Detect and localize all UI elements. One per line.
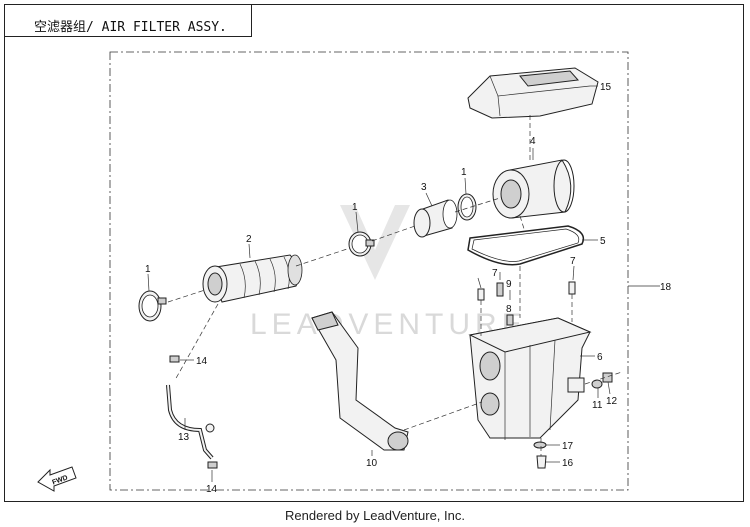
callout-1-middle[interactable]: 1: [352, 202, 358, 213]
fwd-arrow-icon: FWD: [37, 466, 77, 492]
callout-9[interactable]: 9: [506, 279, 512, 290]
leader-lines: [147, 85, 660, 482]
callout-16[interactable]: 16: [562, 458, 574, 469]
part-13-breather-hose[interactable]: [166, 384, 215, 460]
drawing-frame: [4, 4, 744, 502]
callout-17[interactable]: 17: [562, 441, 574, 452]
callout-6[interactable]: 6: [597, 352, 603, 363]
callout-1-right[interactable]: 1: [461, 167, 467, 178]
callout-12[interactable]: 12: [606, 396, 618, 407]
part-1-clamp-middle[interactable]: [348, 231, 375, 257]
callout-10[interactable]: 10: [366, 458, 378, 469]
part-14-clip-lower[interactable]: [207, 461, 218, 469]
part-16-drain-valve[interactable]: [536, 455, 547, 469]
part-1-clamp-left[interactable]: [138, 290, 167, 322]
assembly-lines: [167, 115, 623, 456]
callout-13[interactable]: 13: [178, 432, 190, 443]
page-title: 空滤器组/ AIR FILTER ASSY.: [34, 20, 227, 35]
callout-5[interactable]: 5: [600, 236, 606, 247]
part-10-snorkel[interactable]: [311, 311, 409, 451]
part-7-clip-right[interactable]: [568, 281, 576, 295]
callout-14-lower[interactable]: 14: [206, 484, 218, 495]
part-4-filter-element[interactable]: [492, 159, 575, 219]
part-8-clip[interactable]: [506, 314, 514, 326]
callout-7-right[interactable]: 7: [570, 256, 576, 267]
footer-credit: Rendered by LeadVenture, Inc.: [285, 508, 465, 523]
callout-18[interactable]: 18: [660, 282, 672, 293]
part-15-cover[interactable]: [467, 67, 599, 119]
part-12-nut[interactable]: [602, 372, 613, 383]
part-3-coupler[interactable]: [413, 199, 458, 238]
callout-7-left[interactable]: 7: [492, 268, 498, 279]
assembly-outline: [109, 51, 629, 491]
callout-14-upper[interactable]: 14: [196, 356, 208, 367]
part-14-clip-upper[interactable]: [169, 355, 180, 363]
title-box: 空滤器组/ AIR FILTER ASSY.: [4, 4, 252, 37]
callout-15[interactable]: 15: [600, 82, 612, 93]
part-7-clip-left[interactable]: [477, 288, 485, 301]
part-6-housing[interactable]: [468, 317, 592, 440]
callout-1-left[interactable]: 1: [145, 264, 151, 275]
callout-4[interactable]: 4: [530, 136, 536, 147]
part-17-clip[interactable]: [533, 441, 547, 449]
part-2-intake-duct[interactable]: [202, 254, 303, 303]
part-5-gasket[interactable]: [467, 225, 585, 266]
callout-2[interactable]: 2: [246, 234, 252, 245]
callout-3[interactable]: 3: [421, 182, 427, 193]
part-9-screw[interactable]: [496, 282, 504, 297]
callout-8[interactable]: 8: [506, 304, 512, 315]
callout-11[interactable]: 11: [592, 400, 603, 411]
part-1-clamp-right[interactable]: [457, 193, 477, 221]
